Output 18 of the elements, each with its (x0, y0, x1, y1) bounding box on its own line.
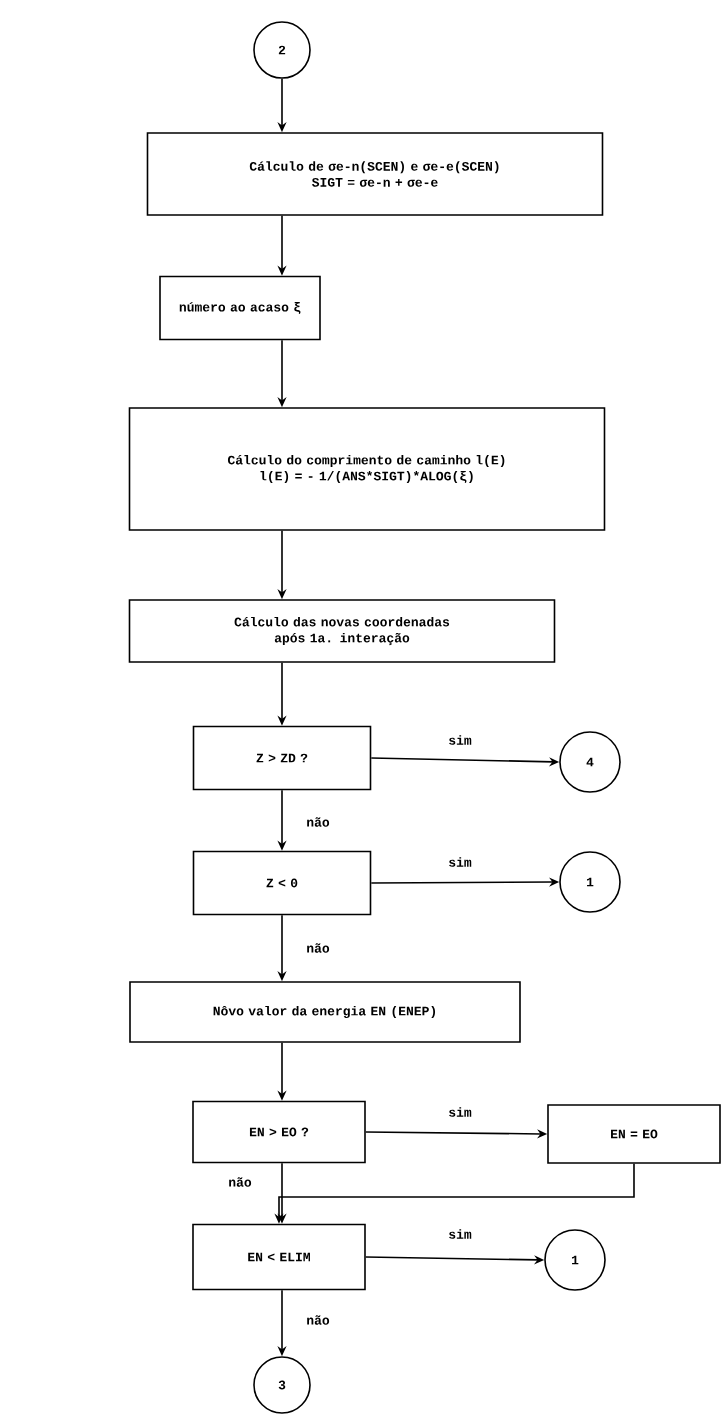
process-box: EN < ELIM (192, 1223, 366, 1291)
edge-label: sim (447, 734, 473, 746)
edge-label: não (305, 942, 331, 954)
edge-label: não (227, 1176, 253, 1188)
process-box: Cálculo de σe-n(SCEN) e σe-e(SCEN) SIGT = σe-n + σe-e (146, 132, 604, 216)
process-box: Cálculo das novas coordenadas após 1a. interação (128, 599, 556, 663)
edge-label: não (305, 816, 331, 828)
process-box: EN = EO (547, 1104, 721, 1164)
edge-label: não (305, 1314, 331, 1326)
process-box: Cálculo do comprimento de caminho l(E) l(E) = - 1/(ANS*SIGT)*ALOG(ξ) (128, 407, 606, 531)
edge-label: sim (447, 1228, 473, 1240)
edge-label: sim (447, 1106, 473, 1118)
process-box: Nôvo valor da energia EN (ENEP) (129, 981, 521, 1043)
process-box: Z < 0 (192, 850, 372, 916)
process-box: número ao acaso ξ (159, 275, 321, 341)
process-box: Z > ZD ? (192, 725, 372, 791)
edge-label: sim (447, 856, 473, 868)
process-box: EN > EO ? (192, 1100, 366, 1164)
